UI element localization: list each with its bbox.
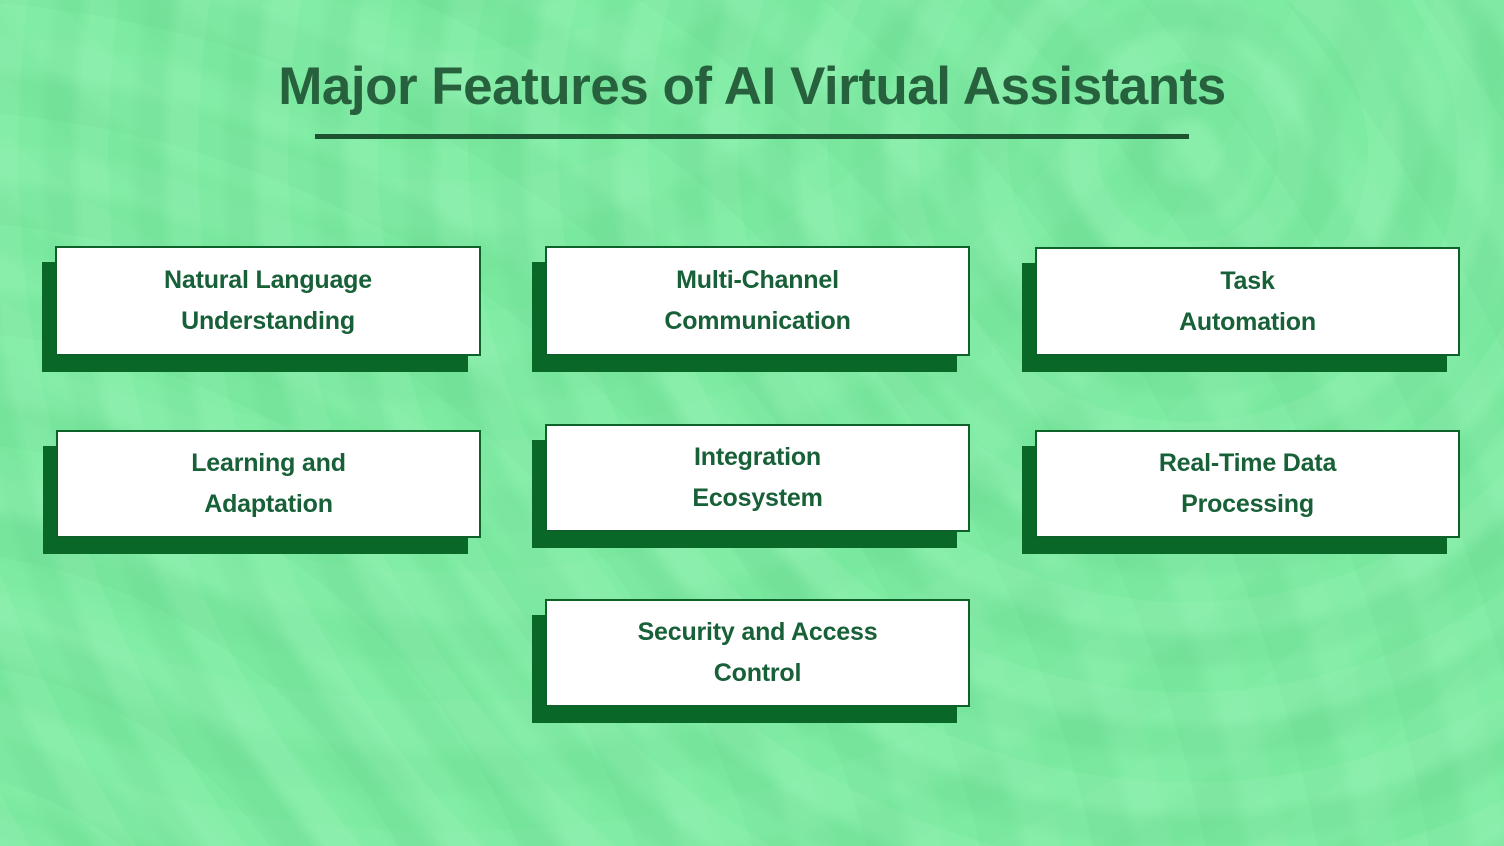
feature-card-label-line: Security and Access bbox=[637, 618, 878, 646]
feature-card-real-time-data-processing: Real-Time Data Processing bbox=[1035, 430, 1460, 538]
feature-card-label-line: Understanding bbox=[181, 307, 355, 335]
feature-card-label-line: Communication bbox=[664, 307, 851, 335]
feature-card-natural-language-understanding: Natural Language Understanding bbox=[55, 246, 481, 356]
feature-card-security-and-access-control: Security and Access Control bbox=[545, 599, 970, 707]
feature-card-label-line: Ecosystem bbox=[692, 484, 823, 512]
feature-card-task-automation: Task Automation bbox=[1035, 247, 1460, 356]
feature-card-integration-ecosystem: Integration Ecosystem bbox=[545, 424, 970, 532]
feature-card-label-line: Task bbox=[1220, 266, 1275, 295]
page-title: Major Features of AI Virtual Assistants bbox=[278, 57, 1226, 116]
feature-card-multi-channel-communication: Multi-Channel Communication bbox=[545, 246, 970, 356]
feature-card-label-line: Learning and bbox=[191, 449, 346, 477]
feature-card-label-line: Multi-Channel bbox=[676, 266, 839, 294]
title-underline bbox=[315, 134, 1189, 139]
feature-card-learning-and-adaptation: Learning and Adaptation bbox=[56, 430, 481, 538]
feature-card-label-line: Control bbox=[713, 659, 802, 687]
feature-card-label-line: Automation bbox=[1179, 307, 1316, 336]
feature-card-label-line: Real-Time Data bbox=[1158, 449, 1337, 477]
feature-card-label-line: Processing bbox=[1181, 490, 1314, 518]
feature-card-label-line: Integration bbox=[694, 443, 821, 471]
feature-card-label-line: Natural Language bbox=[164, 266, 372, 294]
feature-card-label-line: Adaptation bbox=[204, 490, 333, 518]
header: Major Features of AI Virtual Assistants bbox=[0, 56, 1504, 139]
